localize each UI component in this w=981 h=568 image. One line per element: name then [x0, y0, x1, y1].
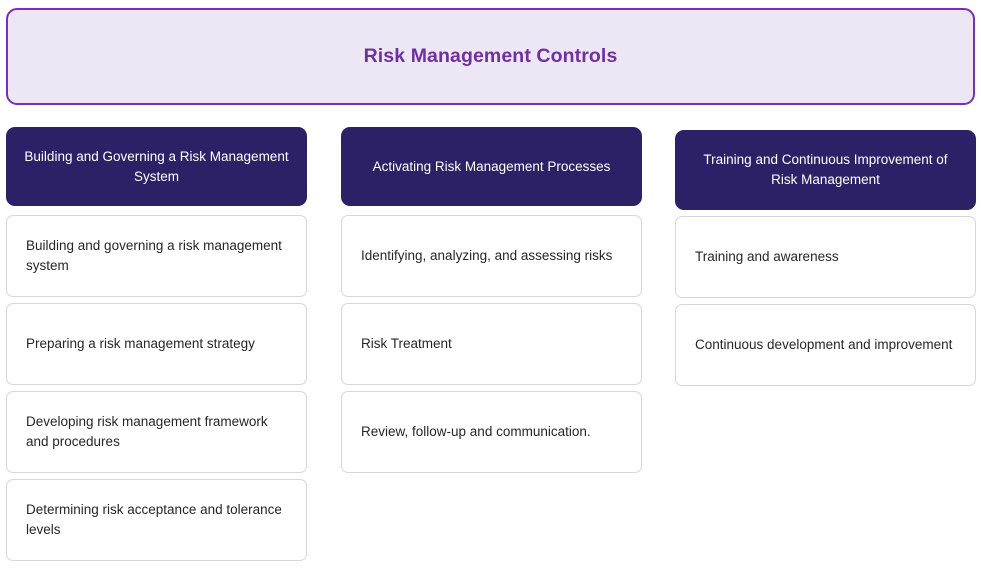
list-item[interactable]: Building and governing a risk management…	[6, 215, 307, 297]
list-item[interactable]: Training and awareness	[675, 216, 976, 298]
column-header-2: Activating Risk Management Processes	[341, 127, 642, 206]
column-header-2-label: Activating Risk Management Processes	[372, 158, 611, 174]
card-label: Training and awareness	[695, 248, 839, 264]
diagram-title-banner: Risk Management Controls	[6, 8, 975, 105]
column-header-3: Training and Continuous Improvement of R…	[675, 130, 976, 210]
card-label: Building and governing a risk management…	[26, 237, 282, 273]
column-1-cards: Building and governing a risk management…	[6, 215, 307, 567]
list-item[interactable]: Risk Treatment	[341, 303, 642, 385]
list-item[interactable]: Continuous development and improvement	[675, 304, 976, 386]
list-item[interactable]: Review, follow-up and communication.	[341, 391, 642, 473]
list-item[interactable]: Identifying, analyzing, and assessing ri…	[341, 215, 642, 297]
list-item[interactable]: Developing risk management framework and…	[6, 391, 307, 473]
list-item[interactable]: Determining risk acceptance and toleranc…	[6, 479, 307, 561]
card-label: Identifying, analyzing, and assessing ri…	[361, 247, 613, 263]
card-label: Review, follow-up and communication.	[361, 423, 591, 439]
column-3-cards: Training and awareness Continuous develo…	[675, 216, 976, 392]
card-label: Determining risk acceptance and toleranc…	[26, 501, 282, 537]
column-2-cards: Identifying, analyzing, and assessing ri…	[341, 215, 642, 479]
card-label: Developing risk management framework and…	[26, 413, 268, 449]
column-header-1: Building and Governing a Risk Management…	[6, 127, 307, 206]
column-header-1-label: Building and Governing a Risk Management…	[24, 148, 289, 184]
card-label: Risk Treatment	[361, 335, 452, 351]
card-label: Preparing a risk management strategy	[26, 335, 255, 351]
list-item[interactable]: Preparing a risk management strategy	[6, 303, 307, 385]
page-title: Risk Management Controls	[363, 44, 618, 67]
column-header-3-label: Training and Continuous Improvement of R…	[703, 152, 948, 187]
card-label: Continuous development and improvement	[695, 336, 953, 352]
